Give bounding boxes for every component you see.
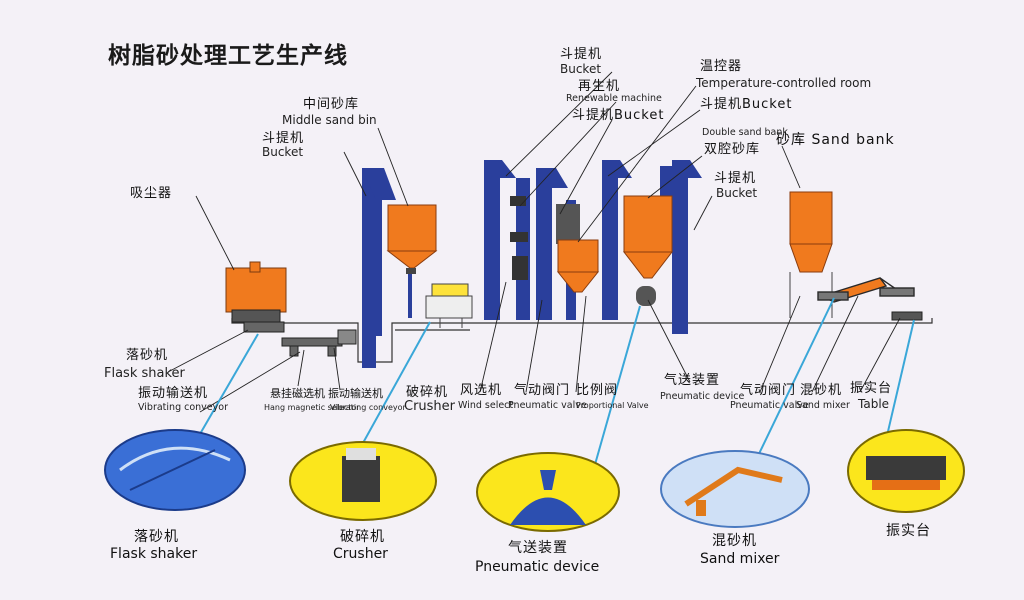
crusher-unit <box>425 283 473 328</box>
caption-flask-zh: 落砂机 <box>134 529 179 545</box>
label-renew-zh: 再生机 <box>578 79 621 94</box>
caption-mixer-en: Sand mixer <box>700 551 780 567</box>
label-vib2-en: Vibrating conveyor <box>330 403 406 412</box>
label-mixer-en: Sand mixer <box>796 400 850 411</box>
label-bucket-2: 斗提机Bucket <box>572 108 665 123</box>
caption-mixer-zh: 混砂机 <box>712 533 757 549</box>
bucket-elevator-1 <box>362 168 396 368</box>
caption-pd-zh: 气送装置 <box>508 540 568 556</box>
label-dust-zh: 吸尘器 <box>130 186 173 201</box>
caption-flask-en: Flask shaker <box>110 546 198 562</box>
temperature-room-bin <box>556 239 600 293</box>
label-vib-zh: 振动输送机 <box>138 386 209 401</box>
middle-sand-bin <box>386 204 438 318</box>
label-bucket-4-en: Bucket <box>716 186 758 200</box>
renewable-machine <box>510 196 580 280</box>
flask-shaker-unit <box>243 321 357 357</box>
label-crusher-en: Crusher <box>404 399 456 414</box>
photo-table <box>847 429 965 513</box>
label-table-en: Table <box>858 397 890 411</box>
label-bucket-4-zh: 斗提机 <box>714 171 757 186</box>
label-table-zh: 振实台 <box>850 381 893 396</box>
label-pv-en: Pneumatic valve <box>508 400 587 411</box>
label-bucket-3: 斗提机Bucket <box>700 97 793 112</box>
label-double-en: Double sand bank <box>702 127 788 138</box>
label-pv2-en: Pneumatic valve <box>730 400 809 411</box>
label-pd-en: Pneumatic device <box>660 391 745 402</box>
leader-lines <box>167 71 901 413</box>
label-flask-zh: 落砂机 <box>126 348 169 363</box>
label-prop-zh: 比例阀 <box>576 383 619 398</box>
label-hang-en: Hang magnetic selector <box>264 403 360 412</box>
caption-pd-en: Pneumatic device <box>475 559 600 575</box>
label-middle-zh: 中间砂库 <box>303 97 360 112</box>
label-hang-zh: 悬挂磁选机 <box>270 387 325 400</box>
label-temp-en: Temperature-controlled room <box>696 76 872 90</box>
diagram-title: 树脂砂处理工艺生产线 <box>108 43 348 69</box>
label-vib2-zh: 振动输送机 <box>328 387 383 400</box>
label-vib-en: Vibrating conveyor <box>138 402 228 413</box>
label-renew-en: Renewable machine <box>566 93 662 104</box>
label-pd-zh: 气送装置 <box>664 373 721 388</box>
label-mixer-zh: 混砂机 <box>800 383 843 398</box>
photo-leader-lines <box>199 297 915 469</box>
label-bucket-5-zh: 斗提机 <box>262 131 305 146</box>
label-pv-zh: 气动阀门 <box>514 383 571 398</box>
label-wind-zh: 风选机 <box>460 383 503 398</box>
label-bucket-1-zh: 斗提机 <box>560 47 603 62</box>
double-sand-bank <box>622 195 674 306</box>
label-double-zh: 双腔砂库 <box>704 142 761 157</box>
sand-mixer-unit <box>817 277 915 303</box>
caption-crusher-en: Crusher <box>333 546 388 562</box>
dust-collector <box>225 261 287 323</box>
caption-crusher-zh: 破碎机 <box>340 529 385 545</box>
photo-crusher <box>289 441 437 521</box>
label-bucket-5-en: Bucket <box>262 145 304 159</box>
label-wind-en: Wind select <box>458 400 514 411</box>
label-prop-en: Proportional Valve <box>576 401 649 410</box>
compaction-table <box>891 311 923 321</box>
label-flask-en: Flask shaker <box>104 366 185 381</box>
caption-table-zh: 振实台 <box>886 523 931 539</box>
label-pv2-zh: 气动阀门 <box>740 383 797 398</box>
photo-flask-shaker <box>104 429 246 511</box>
label-middle-en: Middle sand bin <box>282 113 377 127</box>
photo-pneumatic-device <box>476 452 620 532</box>
label-sandbank: 砂库 Sand bank <box>776 132 895 148</box>
label-temp-zh: 温控器 <box>700 59 743 74</box>
label-crusher-zh: 破碎机 <box>406 385 449 400</box>
label-bucket-1-en: Bucket <box>560 62 602 76</box>
photo-sand-mixer <box>660 450 810 528</box>
